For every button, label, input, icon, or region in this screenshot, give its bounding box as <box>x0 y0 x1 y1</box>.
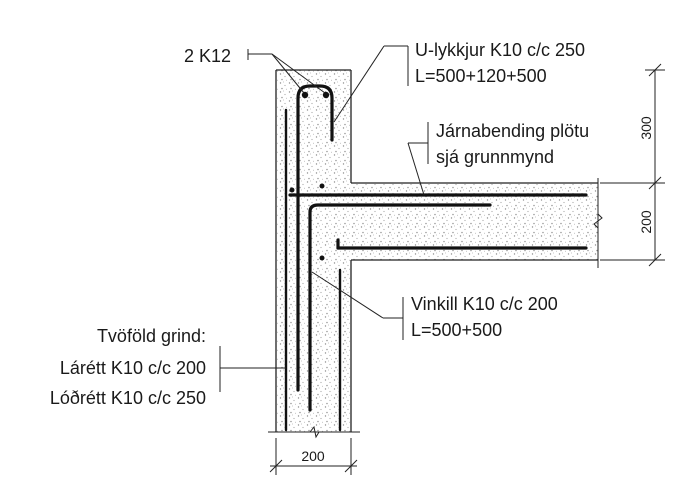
wall-outline <box>268 69 360 439</box>
right-dimension-line <box>600 63 665 267</box>
leader-grid <box>219 346 286 392</box>
dim-upstand-height: 300 <box>638 116 654 140</box>
leader-u-bars <box>333 45 409 123</box>
label-grid-line3: Lóðrétt K10 c/c 250 <box>50 388 206 408</box>
slab-rebar <box>288 193 588 250</box>
angle-bar-rebar <box>308 203 492 412</box>
leader-angle-bar <box>311 271 404 340</box>
label-grid-line1: Tvöföld grind: <box>97 326 206 346</box>
label-slab-rebar-line1: Járnabending plötu <box>436 121 589 141</box>
label-u-bars-line2: L=500+120+500 <box>415 66 547 86</box>
label-slab-rebar-line2: sjá grunnmynd <box>436 147 554 167</box>
leader-top-bars <box>247 49 326 94</box>
leader-slab-rebar <box>407 122 429 196</box>
bottom-dimension-line <box>269 438 358 475</box>
top-bars <box>301 91 330 99</box>
label-angle-line2: L=500+500 <box>411 320 502 340</box>
label-u-bars-line1: U-lykkjur K10 c/c 250 <box>415 40 585 60</box>
slab-outline <box>351 178 603 268</box>
dim-slab-thickness: 200 <box>638 210 654 234</box>
label-angle-line1: Vinkill K10 c/c 200 <box>411 294 558 314</box>
dim-wall-thickness: 200 <box>301 448 325 464</box>
label-grid-line2: Lárétt K10 c/c 200 <box>60 358 206 378</box>
grid-rebar <box>284 108 342 432</box>
concrete-section <box>276 70 598 432</box>
label-top-bars: 2 K12 <box>184 46 231 66</box>
